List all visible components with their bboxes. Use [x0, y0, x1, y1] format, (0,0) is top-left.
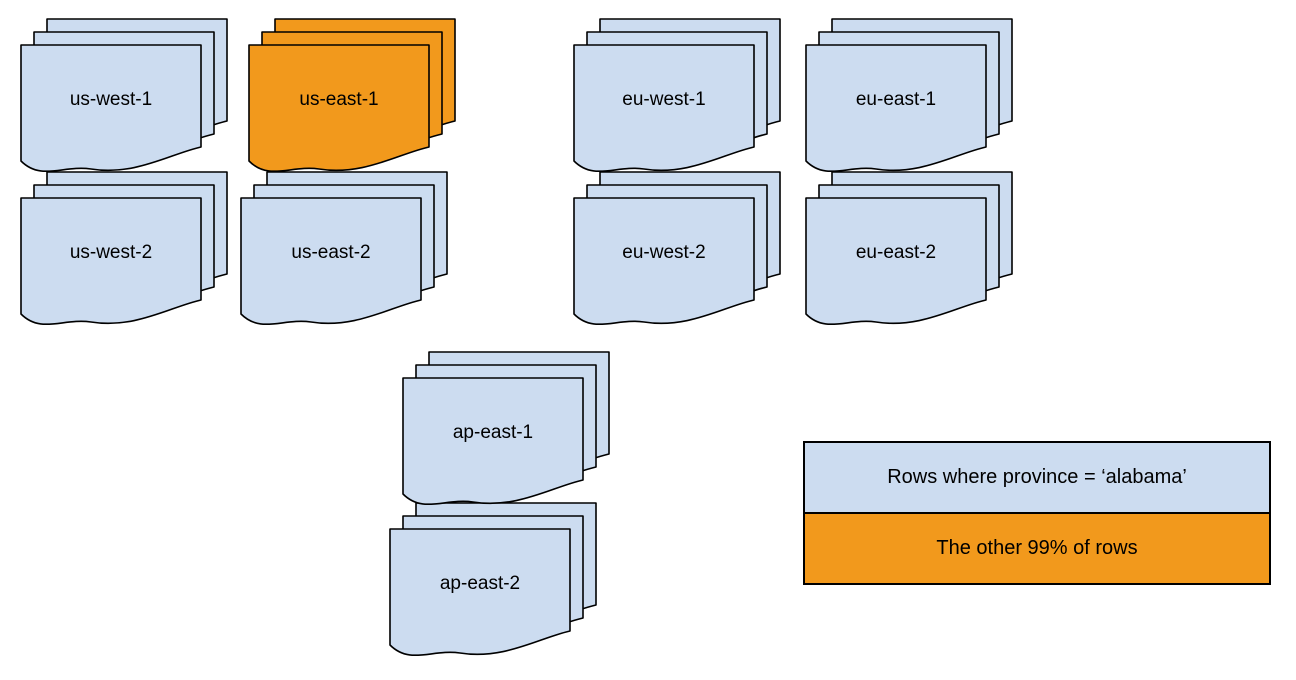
- region-stack-ap-east-1: ap-east-1: [402, 351, 610, 511]
- region-stack-ap-east-2: ap-east-2: [389, 502, 597, 662]
- document-sheet-icon: [20, 44, 202, 173]
- region-stack-us-east-2: us-east-2: [240, 171, 448, 331]
- document-sheet-icon: [389, 528, 571, 657]
- document-sheet-icon: [573, 197, 755, 326]
- document-sheet-icon: [20, 197, 202, 326]
- document-sheet-icon: [240, 197, 422, 326]
- document-sheet-icon: [573, 44, 755, 173]
- region-stack-eu-west-1: eu-west-1: [573, 18, 781, 178]
- legend-label-alabama: Rows where province = ‘alabama’: [887, 466, 1187, 488]
- legend-row-alabama: Rows where province = ‘alabama’: [805, 443, 1269, 512]
- document-sheet-icon: [248, 44, 430, 173]
- region-stack-eu-west-2: eu-west-2: [573, 171, 781, 331]
- legend: Rows where province = ‘alabama’ The othe…: [803, 441, 1271, 585]
- legend-label-other: The other 99% of rows: [936, 537, 1138, 559]
- document-sheet-icon: [402, 377, 584, 506]
- region-stack-eu-east-1: eu-east-1: [805, 18, 1013, 178]
- region-stack-us-east-1: us-east-1: [248, 18, 456, 178]
- legend-row-other: The other 99% of rows: [805, 512, 1269, 583]
- region-stack-us-west-2: us-west-2: [20, 171, 228, 331]
- document-sheet-icon: [805, 197, 987, 326]
- region-stack-us-west-1: us-west-1: [20, 18, 228, 178]
- document-sheet-icon: [805, 44, 987, 173]
- region-stack-eu-east-2: eu-east-2: [805, 171, 1013, 331]
